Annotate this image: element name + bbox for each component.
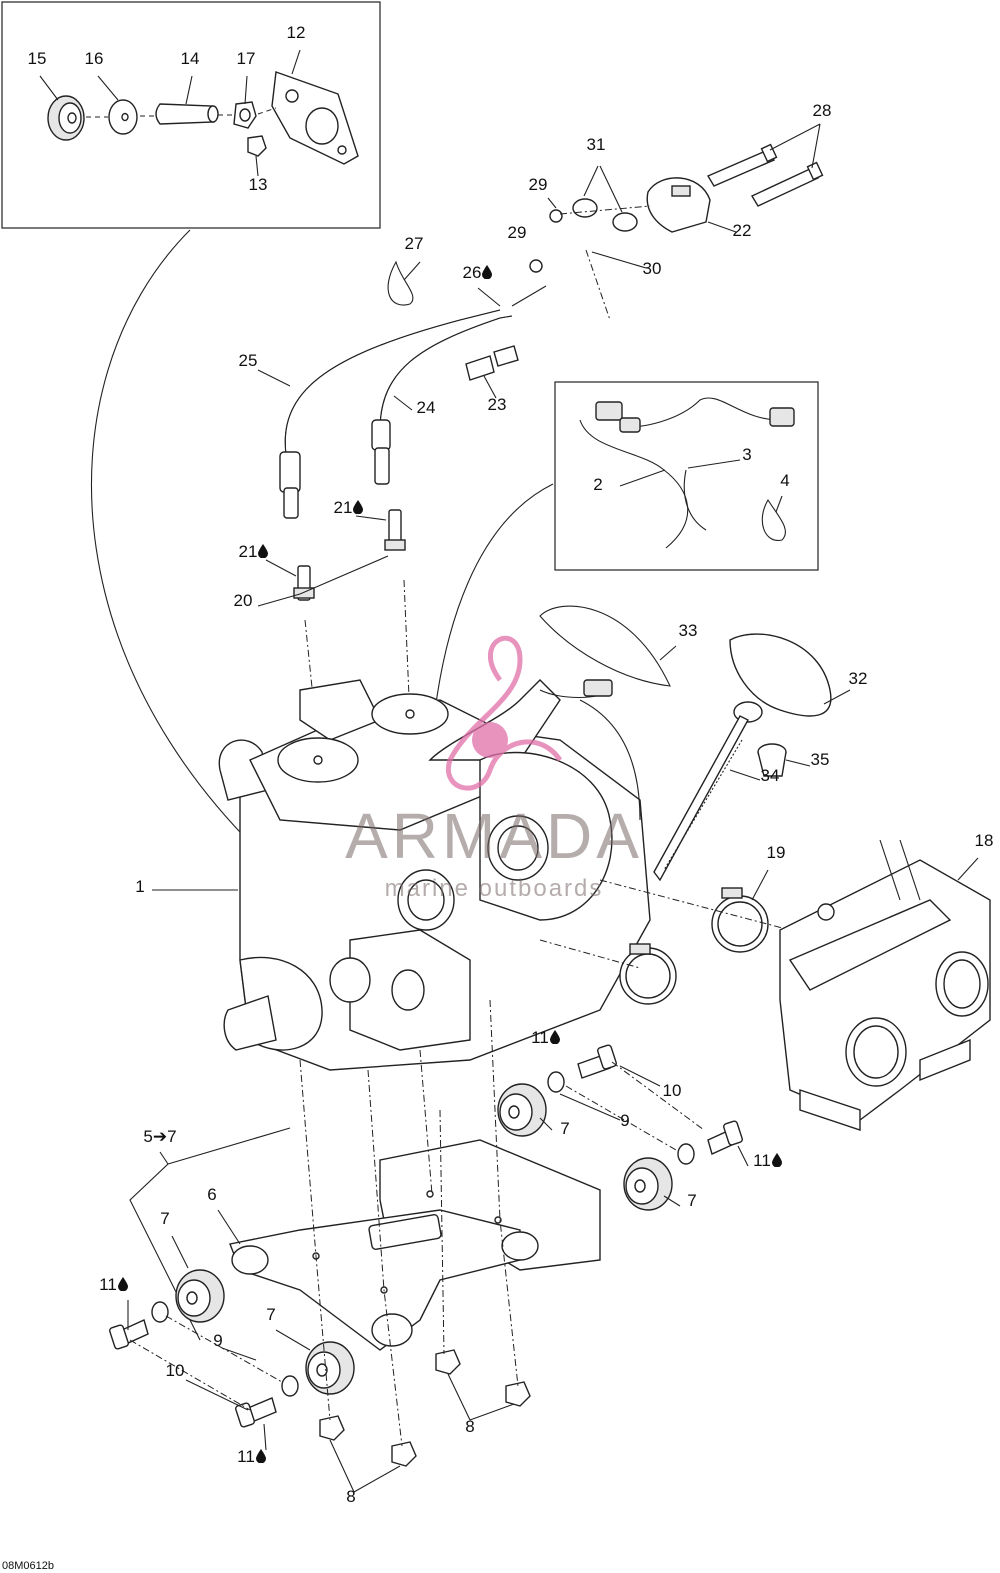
part-6-mount-bracket [229,1209,539,1351]
callout-c57: 5➔7 [143,1127,176,1146]
lubricant-drop-icon [772,1153,782,1167]
inset-harness-box [554,381,819,571]
lubricant-drop-icon [258,544,268,558]
callout-c11a: 11 [531,1028,549,1047]
lubricant-drop-icon [482,265,492,279]
callout-c2: 2 [593,475,602,494]
callout-c3: 3 [742,445,751,464]
callout-c4: 4 [780,471,789,490]
lubricant-drop-icon [118,1277,128,1291]
part-16-washer [108,99,138,135]
watermark: ARMADA marine outboards [345,635,643,902]
spark-plug-wires [279,309,513,519]
callout-c31: 31 [587,135,606,154]
part-18-carburetors [779,839,991,1131]
part-15-cap [47,95,85,141]
callout-c34: 34 [761,766,780,785]
watermark-title: ARMADA [345,800,643,872]
callout-c11b: 11 [753,1151,771,1170]
callout-c17: 17 [237,49,256,68]
callout-c20: 20 [234,591,253,610]
callout-c11c: 11 [99,1275,117,1294]
callout-c23: 23 [488,395,507,414]
callout-c10b: 10 [166,1361,185,1380]
callout-c18: 18 [975,831,994,850]
callout-c8a: 8 [465,1417,474,1436]
part-33-shield [539,605,671,687]
part-17-nut [233,101,257,129]
part-34-filler-tube [653,715,749,882]
part-13-nut [247,135,267,157]
callout-c32: 32 [849,669,868,688]
inset-detail-box [1,1,381,229]
callout-c12: 12 [287,23,306,42]
callout-c8b: 8 [346,1487,355,1506]
callout-c19: 19 [767,843,786,862]
part-10-bolts [109,1044,743,1428]
part-35-grommet [757,743,787,777]
part-14-sleeve [155,103,219,125]
callout-c21a: 21 [334,498,353,517]
callout-c13: 13 [249,175,268,194]
callout-c29a: 29 [529,175,548,194]
part-29-nuts [529,209,563,273]
part-27-clip [387,260,414,306]
callout-c21b: 21 [239,542,258,561]
callout-c27: 27 [405,234,424,253]
part-28-screws [706,143,824,207]
callout-c29b: 29 [508,223,527,242]
callout-c7c: 7 [160,1209,169,1228]
part-31-spacers [572,198,638,232]
callout-c28: 28 [813,101,832,120]
callout-c6: 6 [207,1185,216,1204]
part-22-switch-housing [646,177,711,233]
part-8-nuts [319,1349,531,1467]
callout-c7b: 7 [687,1191,696,1210]
callout-c30: 30 [643,259,662,278]
callout-c9b: 9 [213,1331,222,1350]
callout-c7d: 7 [266,1305,275,1324]
part-23-connectors [465,345,519,381]
part-7-rubber-mounts [175,1083,673,1395]
callout-c25: 25 [239,351,258,370]
watermark-subtitle: marine outboards [385,875,604,902]
part-9-washers [151,1071,695,1397]
callout-c33: 33 [679,621,698,640]
part-1-engine [218,679,651,1071]
part-19-clamps [619,887,769,1005]
callout-c35: 35 [811,750,830,769]
drawing-reference: 08M0612b [2,1560,54,1572]
watermark-logo-icon [445,635,563,791]
part-32-filler-cap [729,633,832,723]
lubricant-drop-icon [550,1030,560,1044]
lubricant-drop-icon [256,1449,266,1463]
lubricant-drop-icon [353,500,363,514]
part-12-bracket [271,71,359,165]
callout-c16: 16 [85,49,104,68]
callout-c7a: 7 [560,1119,569,1138]
callout-c10a: 10 [663,1081,682,1100]
callout-c1: 1 [135,877,144,896]
callout-c9a: 9 [620,1111,629,1130]
callout-c11d: 11 [237,1447,255,1466]
callout-c26: 26 [463,263,482,282]
spark-plugs [293,509,406,601]
callout-c14: 14 [181,49,200,68]
callout-c24: 24 [417,398,436,417]
callout-c15: 15 [28,49,47,68]
callout-c22: 22 [733,221,752,240]
